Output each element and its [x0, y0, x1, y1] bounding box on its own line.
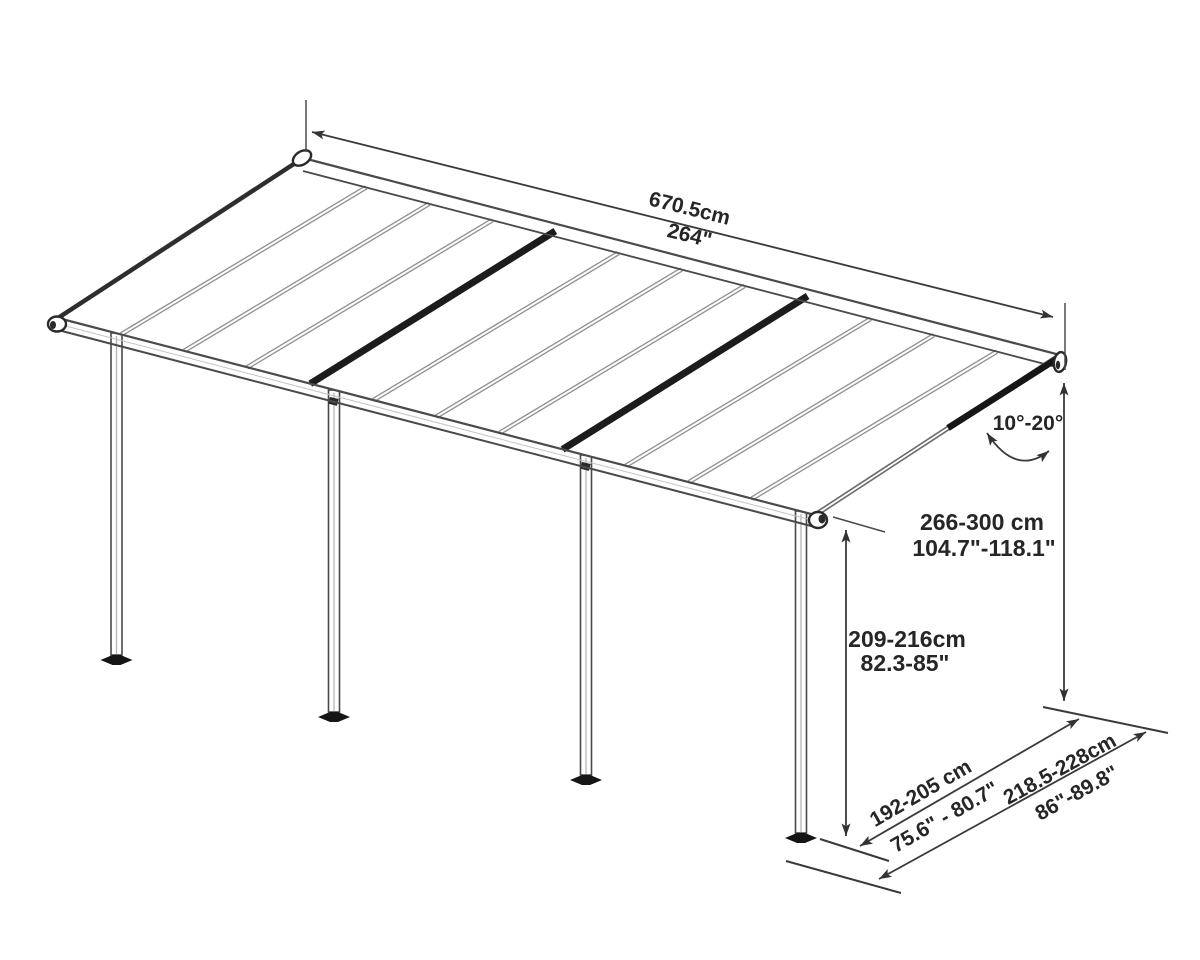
wall-base-reference-line	[1042, 706, 1169, 734]
rear-clearance-cm-label: 266-300 cm	[920, 509, 1044, 535]
rear-right-corner-bracket	[1052, 350, 1068, 374]
panel-bar-thick-2	[560, 293, 810, 453]
post-2	[318, 389, 350, 722]
rear-clearance-in-label: 104.7"-118.1"	[912, 535, 1055, 561]
width-dimension-line	[311, 130, 1054, 319]
post-top-extension-line	[832, 516, 886, 533]
post-height-cm-label: 209-216cm	[848, 626, 966, 652]
post-3	[570, 454, 602, 785]
post-3-foot	[570, 775, 602, 785]
post-4-foot	[785, 833, 817, 843]
post-2-foot	[318, 712, 350, 722]
pitch-angle-label: 10°-20°	[993, 412, 1064, 435]
dimension-rear-clearance: 266-300 cm 104.7"-118.1"	[912, 303, 1169, 734]
dimension-post-height: 209-216cm 82.3-85"	[785, 516, 966, 894]
right-side-profile	[813, 352, 1062, 518]
left-side-profile	[55, 155, 306, 321]
front-gutter	[46, 315, 829, 530]
post-1	[100, 332, 133, 665]
post-1-foot	[100, 655, 133, 665]
post-height-in-label: 82.3-85"	[861, 650, 950, 676]
post-base-reference-line	[819, 838, 890, 862]
post-4	[785, 510, 817, 843]
pitch-angle-annotation: 10°-20°	[986, 412, 1064, 463]
roof-panel-surface	[58, 158, 1060, 515]
outer-base-reference-line	[785, 860, 902, 894]
pitch-angle-arc	[986, 432, 1050, 463]
depth-total-dimension-line	[878, 731, 1147, 880]
roof	[46, 149, 1068, 530]
left-corner-cap	[291, 149, 313, 167]
